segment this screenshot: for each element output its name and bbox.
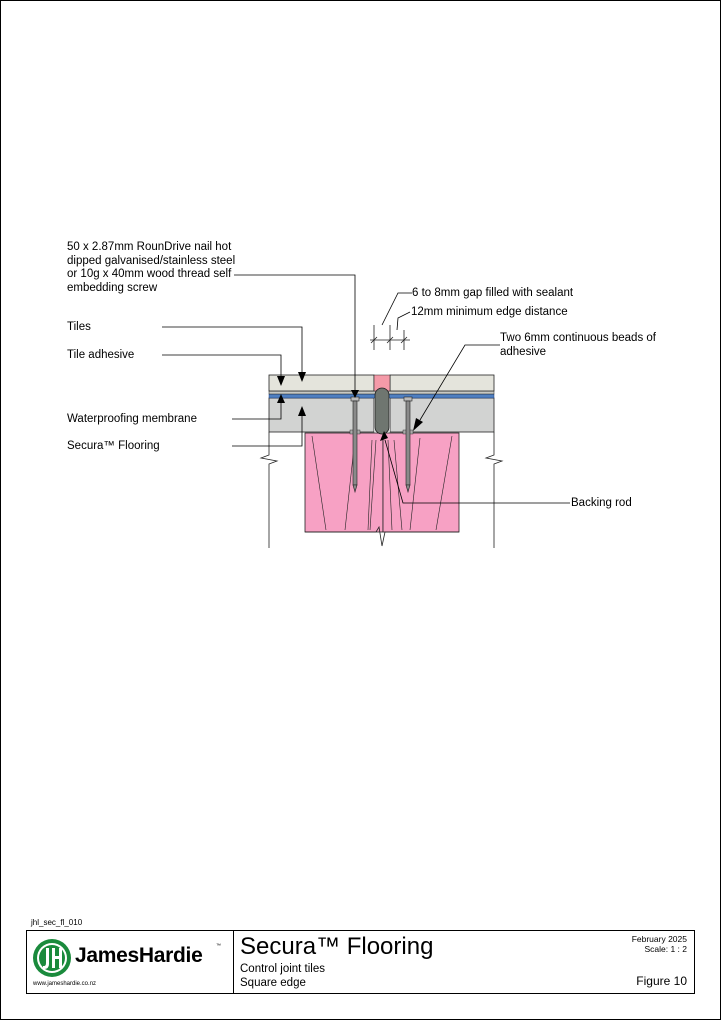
label-tiles: Tiles	[67, 321, 91, 333]
title-block: JamesHardie ™ www.jameshardie.co.nz Secu…	[26, 930, 695, 994]
arrowheads	[277, 372, 423, 441]
nail-left	[350, 396, 360, 494]
label-beads: Two 6mm continuous beads of adhesive	[500, 332, 656, 358]
sealant	[373, 374, 391, 392]
side-break-lines	[259, 432, 504, 548]
drawing-scale: Scale: 1 : 2	[644, 944, 687, 954]
tile-left	[268, 374, 375, 392]
drawing-code: jhl_sec_fl_010	[31, 918, 83, 927]
label-gap: 6 to 8mm gap filled with sealant	[412, 287, 574, 299]
website: www.jameshardie.co.nz	[33, 981, 97, 987]
figure-number: Figure 10	[636, 974, 687, 988]
leader-lines	[162, 274, 570, 504]
drawing-title: Secura™ Flooring	[240, 933, 434, 960]
flooring-board-right	[389, 397, 495, 433]
timber-joist-right	[382, 432, 460, 533]
drawing-date: February 2025	[631, 934, 687, 944]
label-flooring: Secura™ Flooring	[67, 440, 160, 452]
label-edge-distance: 12mm minimum edge distance	[411, 306, 568, 318]
logo-panel: JamesHardie ™ www.jameshardie.co.nz	[27, 931, 234, 993]
dimension-marks	[370, 325, 410, 350]
jameshardie-logo-icon	[33, 939, 71, 977]
label-backing-rod: Backing rod	[571, 497, 632, 509]
brand-name: JamesHardie	[75, 944, 203, 967]
nail-right	[403, 396, 413, 494]
brand-trademark: ™	[216, 943, 221, 949]
flooring-board-left	[268, 397, 375, 433]
label-tile-adhesive: Tile adhesive	[67, 349, 135, 361]
break-line-bottom	[305, 525, 459, 547]
drawing-subtitle-1: Control joint tiles	[240, 963, 326, 975]
drawing-subtitle-2: Square edge	[240, 977, 306, 989]
label-waterproofing: Waterproofing membrane	[67, 413, 197, 425]
label-nail: 50 x 2.87mm RounDrive nail hot dipped ga…	[67, 241, 236, 294]
backing-rod	[374, 387, 390, 435]
timber-joist-left	[304, 432, 384, 533]
